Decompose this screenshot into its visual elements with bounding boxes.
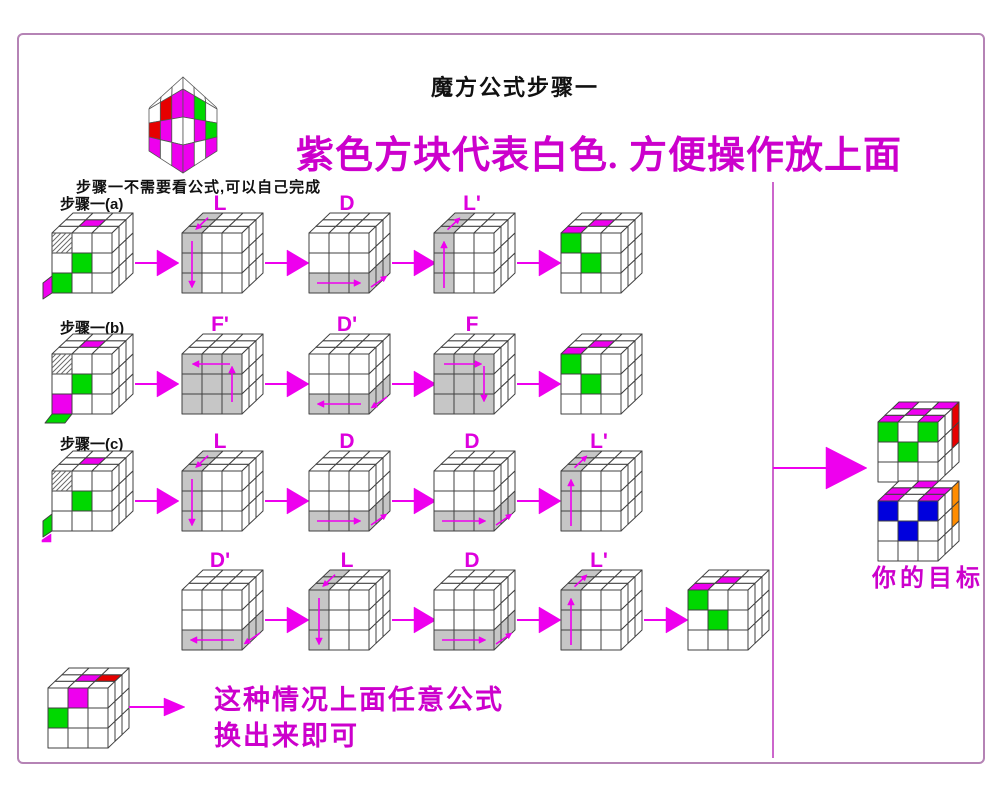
arrow-right-icon: [264, 366, 310, 402]
step-row-label: 步骤一(b): [60, 320, 125, 337]
move-label: D: [464, 430, 480, 453]
move-label: L': [590, 549, 608, 572]
move-label: F: [465, 313, 479, 336]
cube-diagram: [422, 209, 522, 305]
intro-caption: 步骤一不需要看公式,可以自己完成: [76, 179, 322, 196]
arrow-right-icon: [516, 483, 562, 519]
step-row-label: 步骤一(c): [60, 436, 124, 453]
arrow-right-icon: [391, 483, 437, 519]
cube-diagram: [676, 566, 776, 662]
arrow-right-icon: [516, 366, 562, 402]
arrow-right-icon: [264, 602, 310, 638]
move-label: L': [590, 430, 608, 453]
subtitle-note: 紫色方块代表白色. 方便操作放上面: [296, 135, 903, 177]
cube-diagram: [297, 330, 397, 426]
arrow-right-icon: [264, 483, 310, 519]
move-label: F': [211, 313, 229, 336]
note-cube: [36, 664, 136, 760]
arrow-right-icon: [134, 366, 180, 402]
cube-diagram: [297, 209, 397, 305]
note-text-line2: 换出来即可: [214, 721, 359, 751]
cube-diagram: [40, 447, 140, 543]
arrow-right-icon: [391, 366, 437, 402]
arrow-right-icon: [134, 245, 180, 281]
cube-diagram: [549, 566, 649, 662]
arrow-right-icon: [134, 483, 180, 519]
move-label: L: [213, 430, 227, 453]
cube-diagram: [40, 330, 140, 426]
arrow-right-icon: [391, 602, 437, 638]
move-label: D: [464, 549, 480, 572]
goal-cube-top: [866, 398, 966, 494]
cube-diagram: [422, 330, 522, 426]
move-label: D: [339, 430, 355, 453]
cube-diagram: [549, 330, 649, 426]
move-label: D': [336, 313, 358, 336]
arrow-right-icon: [643, 602, 689, 638]
cube-diagram: [170, 330, 270, 426]
arrow-right-icon: [391, 245, 437, 281]
overview-cube-diagram: [140, 72, 226, 178]
cube-diagram: [422, 566, 522, 662]
note-text-line1: 这种情况上面任意公式: [214, 685, 504, 715]
cube-diagram: [422, 447, 522, 543]
goal-label: 你的目标: [872, 566, 984, 592]
move-label: D: [339, 192, 355, 215]
goal-cube-bottom: [866, 477, 966, 573]
note-arrow-icon: [128, 694, 186, 720]
arrow-right-icon: [264, 245, 310, 281]
step-row-label: 步骤一(a): [60, 196, 124, 213]
arrow-right-icon: [516, 602, 562, 638]
cube-diagram: [170, 447, 270, 543]
cube-diagram: [170, 566, 270, 662]
move-label: L: [340, 549, 354, 572]
arrow-right-icon: [516, 245, 562, 281]
cube-diagram: [297, 447, 397, 543]
move-label: L: [213, 192, 227, 215]
cube-diagram: [40, 209, 140, 305]
page-title: 魔方公式步骤一: [430, 75, 599, 100]
cube-diagram: [170, 209, 270, 305]
goal-arrow-icon: [772, 444, 868, 492]
move-label: L': [463, 192, 481, 215]
section-divider: [772, 182, 774, 758]
page-border: [17, 33, 985, 764]
cube-diagram: [297, 566, 397, 662]
cube-diagram: [549, 447, 649, 543]
move-label: D': [209, 549, 231, 572]
cube-diagram: [549, 209, 649, 305]
